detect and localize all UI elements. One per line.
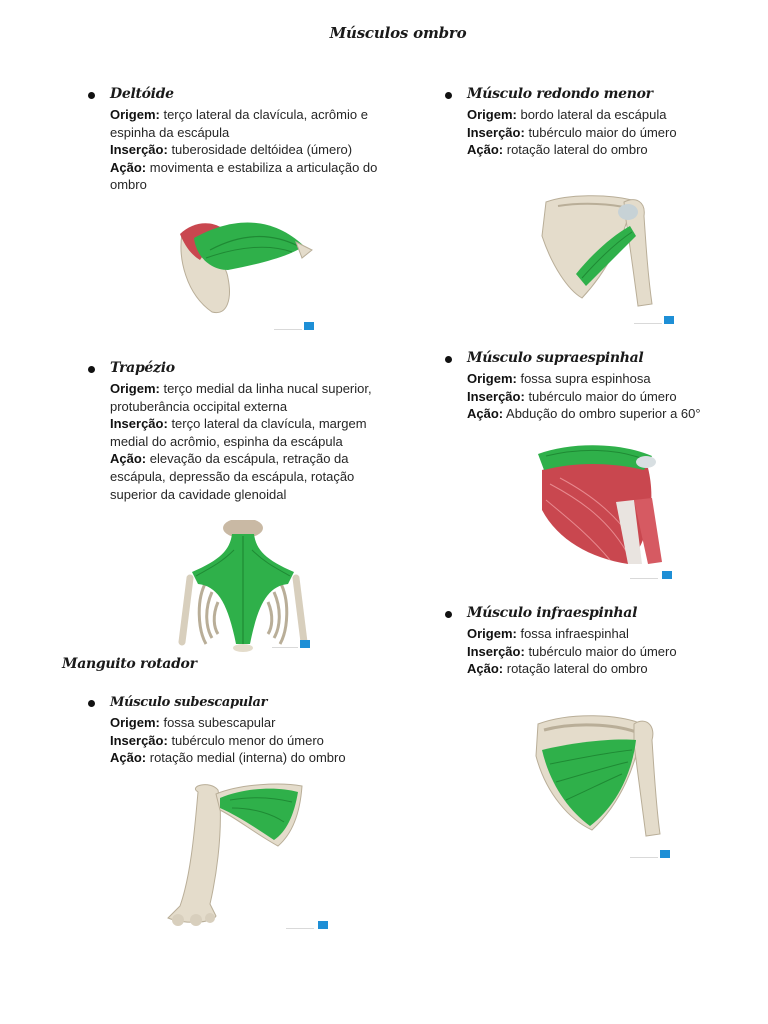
origin-line: Origem: terço lateral da clavícula, acrô… <box>110 107 368 140</box>
entry-deltoid: Deltóide Origem: terço lateral da clavíc… <box>88 86 388 194</box>
bullet-icon <box>445 92 452 99</box>
credit-line <box>630 857 658 858</box>
action-line: Ação: Abdução do ombro superior a 60° <box>467 406 701 422</box>
origin-line: Origem: terço medial da linha nucal supe… <box>110 381 372 414</box>
origin-line: Origem: bordo lateral da escápula <box>467 107 667 122</box>
entry-supraspinatus: Músculo supraespinhal Origem: fossa supr… <box>445 350 755 423</box>
insertion-line: Inserção: tubérculo maior do úmero <box>467 643 677 659</box>
logo-icon <box>662 571 672 579</box>
page-title: Músculos ombro <box>329 24 467 42</box>
insertion-line: Inserção: tubérculo maior do úmero <box>467 124 677 140</box>
infraspinatus-illustration-icon <box>530 710 675 858</box>
logo-icon <box>300 640 310 648</box>
origin-line: Origem: fossa subescapular <box>110 715 276 730</box>
entry-infraspinatus: Músculo infraespinhal Origem: fossa infr… <box>445 605 745 678</box>
bullet-icon <box>445 356 452 363</box>
entry-title: Músculo supraespinhal <box>467 350 644 366</box>
credit-line <box>634 323 662 324</box>
entry-trapezius: Trapézio Origem: terço medial da linha n… <box>88 360 388 503</box>
deltoid-illustration-icon <box>170 198 320 330</box>
action-line: Ação: rotação medial (interna) do ombro <box>110 750 346 766</box>
logo-icon <box>304 322 314 330</box>
credit-line <box>272 647 298 648</box>
trapezius-illustration-icon <box>176 520 316 655</box>
bullet-icon <box>88 92 95 99</box>
supraspinatus-illustration-icon <box>530 440 675 580</box>
entry-title: Músculo subescapular <box>110 695 268 710</box>
action-line: Ação: rotação lateral do ombro <box>467 142 648 158</box>
insertion-line: Inserção: terço lateral da clavícula, ma… <box>110 416 367 449</box>
logo-icon <box>664 316 674 324</box>
logo-icon <box>318 921 328 929</box>
origin-line: Origem: fossa supra espinhosa <box>467 371 651 386</box>
bullet-icon <box>88 700 95 707</box>
subscapularis-illustration-icon <box>160 778 335 933</box>
origin-line: Origem: fossa infraespinhal <box>467 626 629 641</box>
section-title-rotator-cuff: Manguito rotador <box>62 656 197 672</box>
action-line: Ação: elevação da escápula, retração da … <box>110 451 355 502</box>
entry-subscapularis: Músculo subescapular Origem: fossa subes… <box>88 694 388 767</box>
entry-title: Deltóide <box>110 86 174 102</box>
action-line: Ação: movimenta e estabiliza a articulaç… <box>110 159 378 193</box>
entry-teres-minor: Músculo redondo menor Origem: bordo late… <box>445 86 745 159</box>
entry-title: Trapézio <box>110 360 175 376</box>
insertion-line: Inserção: tubérculo maior do úmero <box>467 388 677 404</box>
bullet-icon <box>445 611 452 618</box>
insertion-line: Inserção: tuberosidade deltóidea (úmero) <box>110 142 353 158</box>
insertion-line: Inserção: tubérculo menor do úmero <box>110 732 324 748</box>
logo-icon <box>660 850 670 858</box>
entry-title: Músculo infraespinhal <box>467 605 638 621</box>
action-line: Ação: rotação lateral do ombro <box>467 661 648 677</box>
credit-line <box>286 928 314 929</box>
credit-line <box>274 329 302 330</box>
credit-line <box>630 578 658 579</box>
teres-minor-illustration-icon <box>528 186 678 326</box>
entry-title: Músculo redondo menor <box>467 86 653 102</box>
bullet-icon <box>88 366 95 373</box>
